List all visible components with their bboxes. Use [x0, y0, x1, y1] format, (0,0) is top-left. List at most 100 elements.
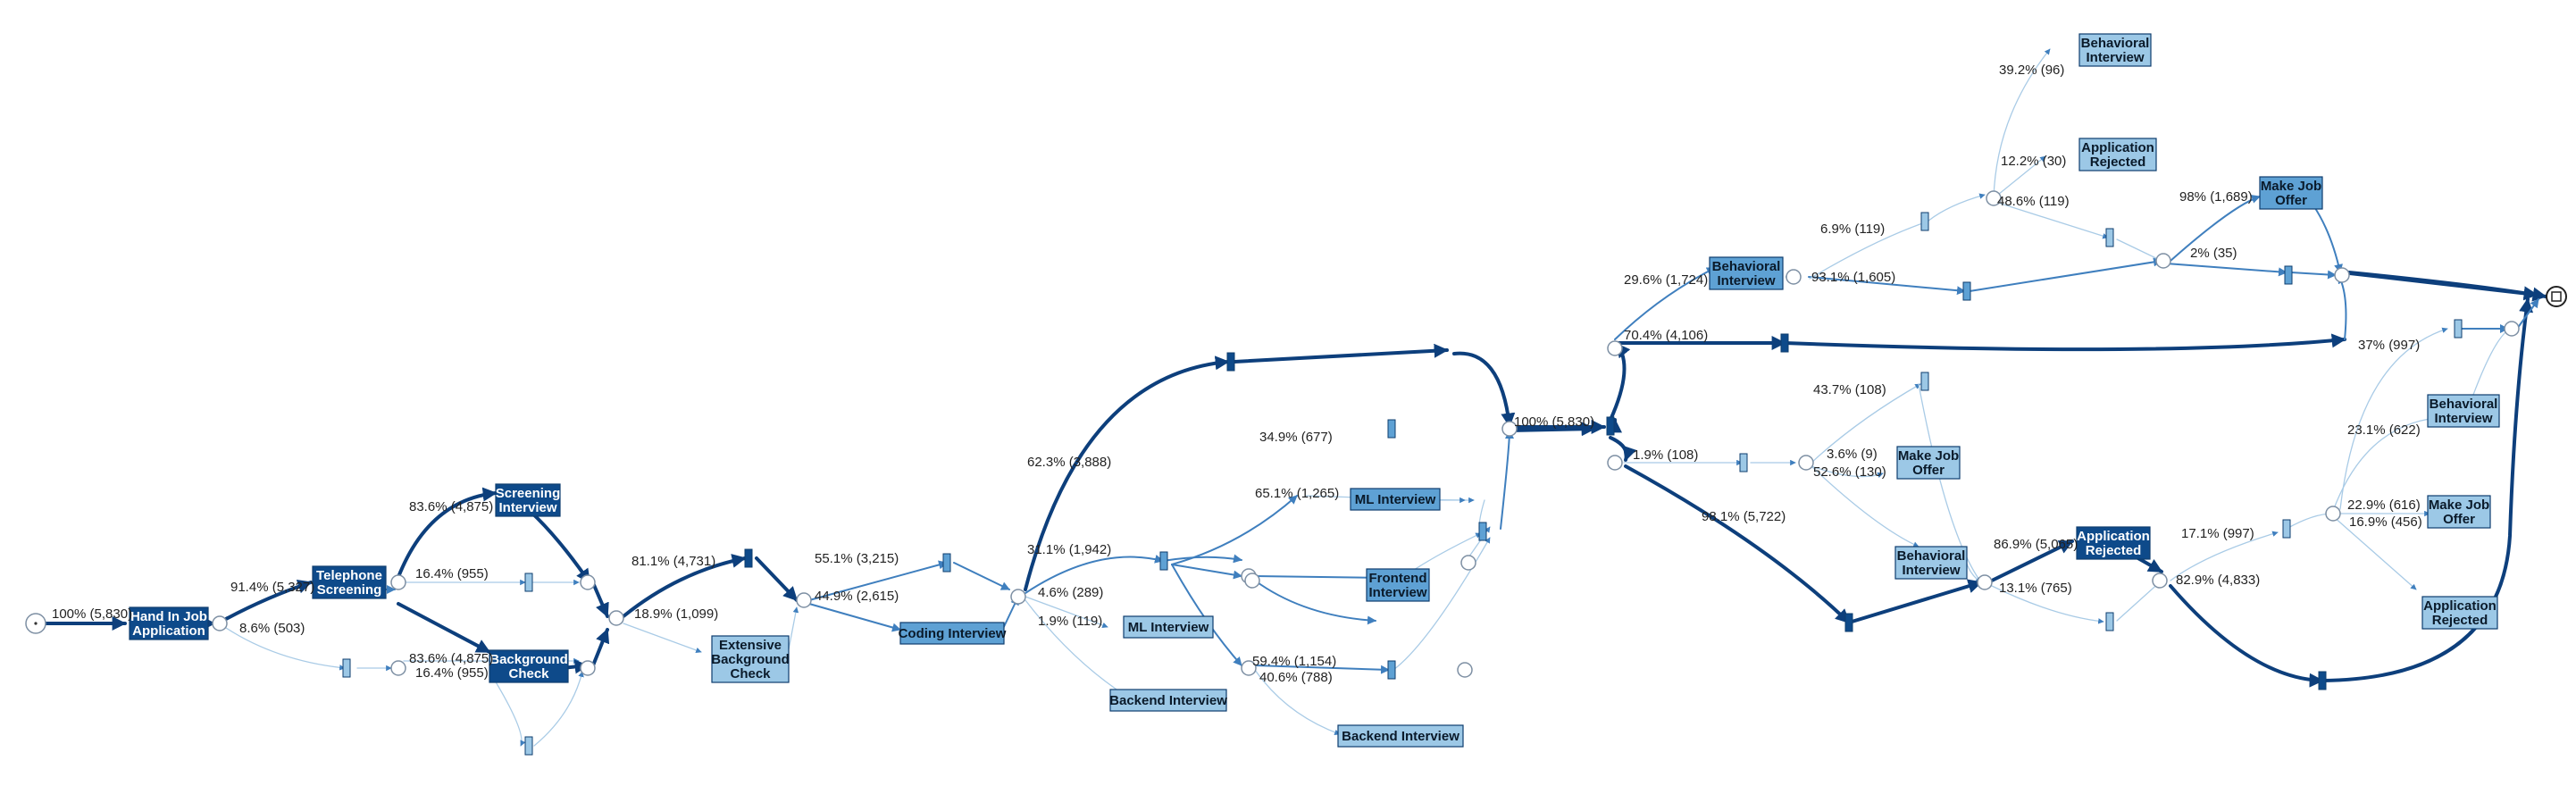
- place[interactable]: [1501, 421, 1518, 437]
- process-edge: [953, 562, 1010, 590]
- activity-box: [489, 649, 569, 683]
- place[interactable]: [390, 660, 406, 676]
- frequency-label: 81.1% (4,731): [631, 554, 715, 569]
- place[interactable]: [608, 610, 624, 626]
- activity-box: [2427, 394, 2500, 428]
- place[interactable]: [1786, 269, 1802, 285]
- end-event[interactable]: [2546, 286, 2567, 307]
- silent-transition[interactable]: [1844, 613, 1853, 632]
- place[interactable]: [1607, 455, 1623, 471]
- silent-transition[interactable]: [2284, 265, 2293, 285]
- place[interactable]: [2155, 253, 2171, 269]
- activity-label: Behavioral: [1712, 259, 1781, 274]
- activity-label: Telephone: [316, 568, 382, 583]
- frequency-label: 55.1% (3,215): [815, 551, 899, 566]
- process-edge: [1991, 585, 2104, 624]
- silent-transition[interactable]: [2105, 228, 2114, 247]
- process-edge: [2170, 195, 2261, 262]
- process-edge: [2321, 297, 2534, 682]
- silent-transition[interactable]: [942, 553, 951, 573]
- place[interactable]: [1798, 455, 1814, 471]
- activity-box: [312, 565, 387, 599]
- silent-transition[interactable]: [1920, 212, 1929, 231]
- silent-transition[interactable]: [1387, 660, 1396, 680]
- activity-backend1[interactable]: Backend Interview: [1109, 689, 1227, 712]
- silent-transition[interactable]: [524, 736, 533, 756]
- silent-transition[interactable]: [1387, 419, 1396, 439]
- place[interactable]: [1241, 660, 1257, 676]
- silent-transition[interactable]: [1962, 281, 1971, 301]
- silent-transition[interactable]: [524, 573, 533, 592]
- silent-transition[interactable]: [2282, 519, 2291, 539]
- silent-transition[interactable]: [1920, 372, 1929, 391]
- activity-label: Behavioral: [2430, 397, 2498, 412]
- activity-box: [1123, 615, 1214, 639]
- place[interactable]: [1244, 573, 1260, 589]
- process-edge: [787, 606, 799, 655]
- place[interactable]: [580, 574, 596, 590]
- activity-ml2[interactable]: ML Interview: [1123, 615, 1214, 639]
- silent-transition[interactable]: [1780, 333, 1789, 353]
- frequency-label: 16.4% (955): [415, 566, 489, 581]
- place[interactable]: [796, 592, 812, 608]
- place[interactable]: [1010, 589, 1026, 605]
- place[interactable]: [1986, 190, 2002, 206]
- frequency-label: 70.4% (4,106): [1624, 328, 1708, 343]
- activity-backend2[interactable]: Backend Interview: [1337, 724, 1464, 748]
- silent-transition[interactable]: [2105, 612, 2114, 631]
- silent-transition[interactable]: [342, 658, 351, 678]
- place[interactable]: [2504, 321, 2520, 337]
- silent-transition[interactable]: [1478, 522, 1487, 541]
- place[interactable]: [1460, 555, 1476, 571]
- process-edge: [1025, 596, 1108, 629]
- place[interactable]: [2152, 573, 2168, 589]
- silent-transition[interactable]: [1606, 416, 1615, 436]
- activity-coding[interactable]: Coding Interview: [899, 622, 1007, 645]
- silent-transition[interactable]: [744, 548, 753, 568]
- silent-transition[interactable]: [1226, 352, 1235, 372]
- activity-box: [2259, 176, 2323, 210]
- place[interactable]: [1977, 574, 1993, 590]
- activity-ml1[interactable]: ML Interview: [1350, 488, 1441, 511]
- place[interactable]: [1457, 662, 1473, 678]
- silent-transition[interactable]: [1159, 551, 1168, 571]
- activity-label: Rejected: [2432, 613, 2488, 628]
- place[interactable]: [2325, 506, 2341, 522]
- activity-box: [1337, 724, 1464, 748]
- process-edge: [1609, 436, 1637, 462]
- activity-label: Make Job: [2429, 497, 2489, 513]
- process-edge: [1162, 554, 1242, 564]
- process-edge: [1993, 48, 2051, 199]
- activity-label: ML Interview: [1355, 492, 1436, 507]
- activity-label: Check: [730, 666, 771, 681]
- place[interactable]: [2334, 267, 2350, 283]
- place[interactable]: [390, 574, 406, 590]
- activity-label: Application: [2081, 140, 2154, 155]
- silent-transition[interactable]: [2318, 671, 2327, 690]
- place[interactable]: [1607, 340, 1623, 356]
- silent-transition[interactable]: [1739, 453, 1748, 472]
- activity-label: Interview: [498, 500, 556, 515]
- place[interactable]: [580, 660, 596, 676]
- process-edges: [45, 48, 2547, 747]
- activity-box: [1894, 546, 1968, 580]
- silent-transition[interactable]: [2454, 319, 2463, 339]
- place[interactable]: [212, 615, 228, 631]
